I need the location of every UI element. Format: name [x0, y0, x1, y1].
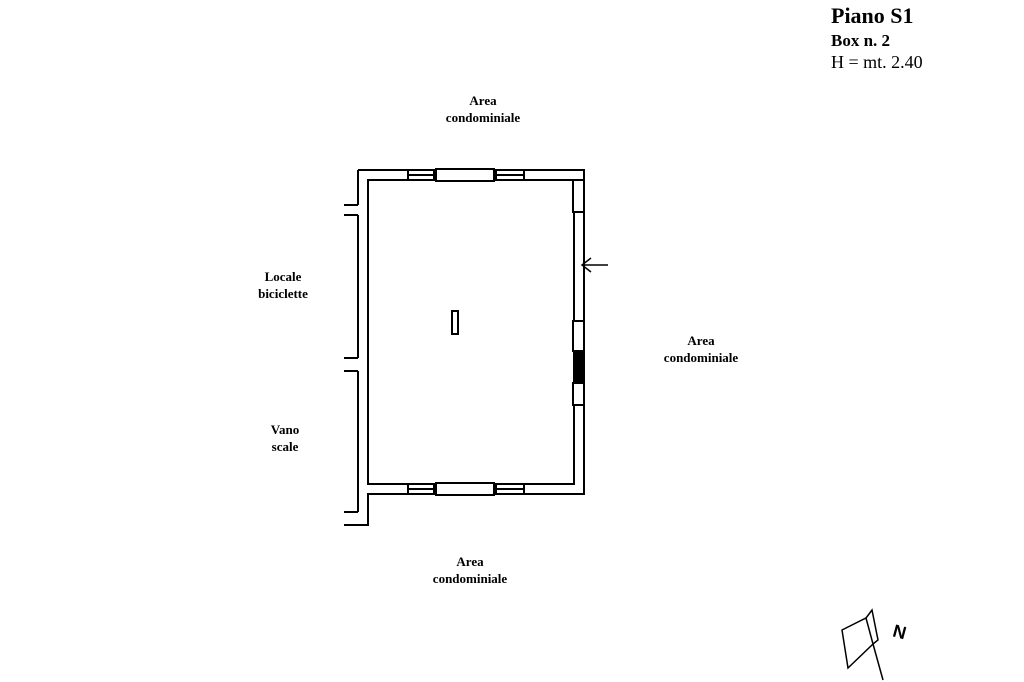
right-wall-features: [572, 179, 585, 406]
outer-wall: [344, 169, 585, 526]
label-area-bottom: Area condominiale: [433, 553, 507, 587]
label-area-right-line1: Area: [687, 333, 715, 348]
label-vano-line1: Vano: [270, 422, 300, 437]
label-area-top-line2: condominiale: [445, 110, 521, 125]
label-area-top-line1: Area: [469, 93, 497, 108]
unit-label: Box n. 2: [831, 31, 891, 50]
title-block: Piano S1 Box n. 2 H = mt. 2.40: [831, 2, 923, 73]
north-arrow-icon: [841, 608, 884, 681]
height-label: H = mt. 2.40: [831, 52, 923, 72]
inner-wall: [367, 179, 575, 485]
floor-title: Piano S1: [831, 3, 914, 28]
center-fixture: [451, 310, 459, 335]
label-locale-biciclette: Locale biciclette: [258, 268, 308, 302]
top-windows: [407, 168, 525, 182]
label-area-top: Area condominiale: [446, 92, 520, 126]
label-locale-line2: biciclette: [258, 286, 308, 301]
adjacent-wall-stubs: [344, 204, 358, 513]
bottom-windows: [407, 482, 525, 496]
entrance-arrow: [580, 257, 608, 273]
label-area-bottom-line2: condominiale: [432, 571, 508, 586]
label-vano-line2: scale: [271, 439, 299, 454]
label-area-bottom-line1: Area: [456, 554, 484, 569]
label-vano-scale: Vano scale: [271, 421, 299, 455]
label-locale-line1: Locale: [264, 269, 302, 284]
label-area-right-line2: condominiale: [663, 350, 739, 365]
label-area-right: Area condominiale: [664, 332, 738, 366]
